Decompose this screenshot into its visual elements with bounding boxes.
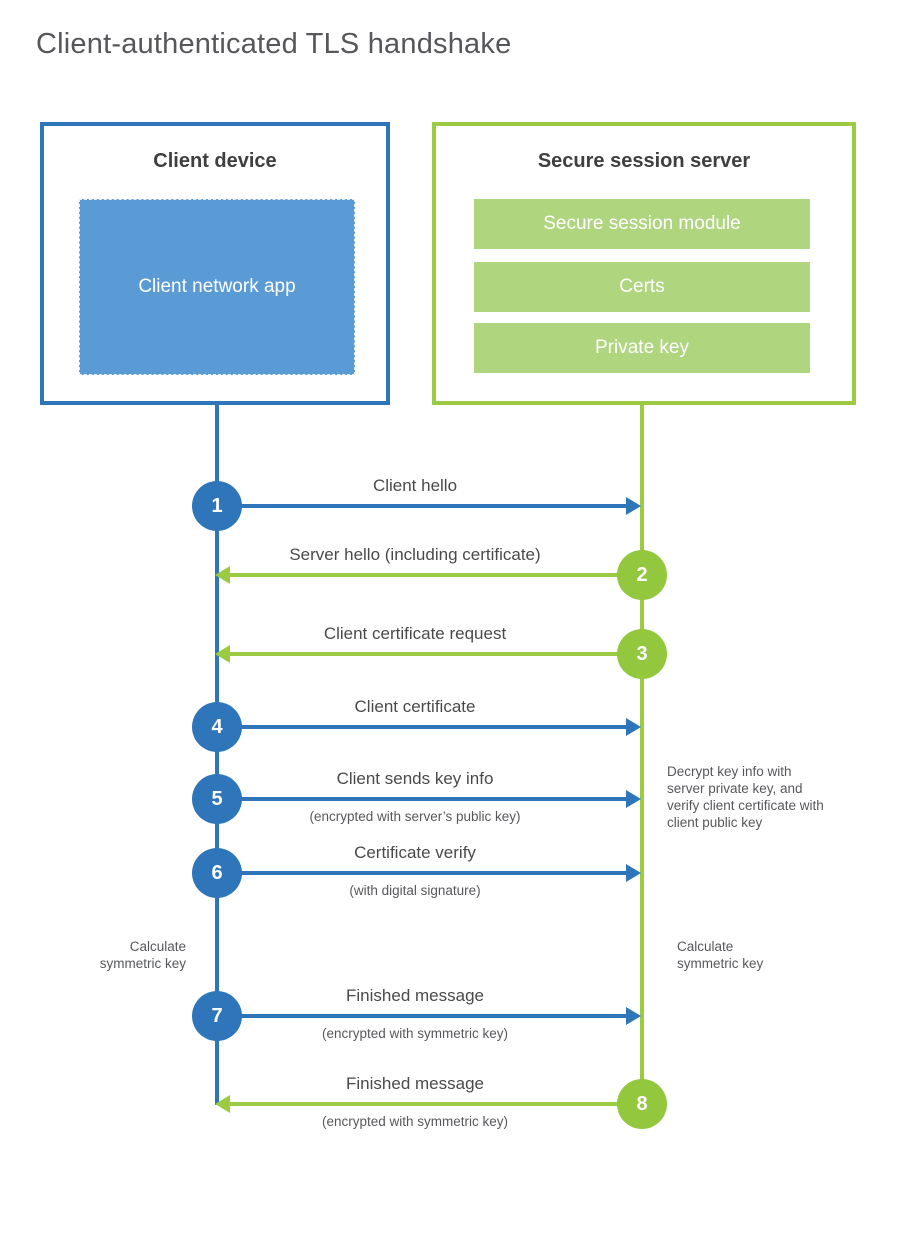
secure-session-server-box: Secure session server Secure session mod… <box>432 122 856 405</box>
decrypt-note: Decrypt key info with server private key… <box>667 764 824 830</box>
step-3-arrow <box>230 652 642 656</box>
private-key-label: Private key <box>595 337 689 358</box>
client-device-title: Client device <box>153 150 277 172</box>
step-7-arrow <box>217 1014 626 1018</box>
calc-symmetric-key-right-note: Calculate symmetric key <box>677 939 764 971</box>
step-6-sublabel: (with digital signature) <box>349 883 481 898</box>
secure-session-server-title: Secure session server <box>537 150 751 172</box>
step-1-arrow <box>217 504 626 508</box>
step-4-circle: 4 <box>192 702 242 752</box>
step-6-arrow <box>217 871 626 875</box>
client-network-app-box: Client network app <box>79 199 355 375</box>
step-7-sublabel: (encrypted with symmetric key) <box>321 1026 509 1041</box>
step-5-arrow <box>217 797 626 801</box>
arrowhead-right-icon <box>626 864 641 882</box>
step-3-label: Client certificate request <box>323 624 507 643</box>
arrowhead-right-icon <box>626 790 641 808</box>
arrowhead-left-icon <box>215 566 230 584</box>
step-7-label: Finished message <box>346 986 484 1005</box>
calc-symmetric-key-left-note: Calculate symmetric key <box>99 939 186 971</box>
step-3-circle: 3 <box>617 629 667 679</box>
step-1-circle: 1 <box>192 481 242 531</box>
step-8-sublabel: (encrypted with symmetric key) <box>321 1114 509 1129</box>
step-4-arrow <box>217 725 626 729</box>
step-8-arrow <box>230 1102 642 1106</box>
step-2-label: Server hello (including certificate) <box>289 545 541 564</box>
secure-session-module-label: Secure session module <box>543 213 741 234</box>
arrowhead-right-icon <box>626 1007 641 1025</box>
step-8-label: Finished message <box>346 1074 484 1093</box>
arrowhead-right-icon <box>626 718 641 736</box>
client-lifeline <box>215 403 219 1105</box>
step-5-circle: 5 <box>192 774 242 824</box>
page-title: Client-authenticated TLS handshake <box>36 28 512 60</box>
step-2-arrow <box>230 573 642 577</box>
step-8-circle: 8 <box>617 1079 667 1129</box>
certs-bar: Certs <box>474 262 810 312</box>
arrowhead-right-icon <box>626 497 641 515</box>
certs-label: Certs <box>619 276 665 297</box>
arrowhead-left-icon <box>215 1095 230 1113</box>
step-1-label: Client hello <box>372 476 458 495</box>
secure-session-module-bar: Secure session module <box>474 199 810 249</box>
step-6-circle: 6 <box>192 848 242 898</box>
step-7-circle: 7 <box>192 991 242 1041</box>
arrowhead-left-icon <box>215 645 230 663</box>
step-5-label: Client sends key info <box>336 769 494 788</box>
client-network-app-label: Client network app <box>138 276 296 297</box>
private-key-bar: Private key <box>474 323 810 373</box>
step-4-label: Client certificate <box>354 697 476 716</box>
client-device-box: Client device Client network app <box>40 122 390 405</box>
step-6-label: Certificate verify <box>354 843 476 862</box>
step-2-circle: 2 <box>617 550 667 600</box>
server-lifeline <box>640 403 644 1104</box>
step-5-sublabel: (encrypted with server’s public key) <box>309 809 521 824</box>
